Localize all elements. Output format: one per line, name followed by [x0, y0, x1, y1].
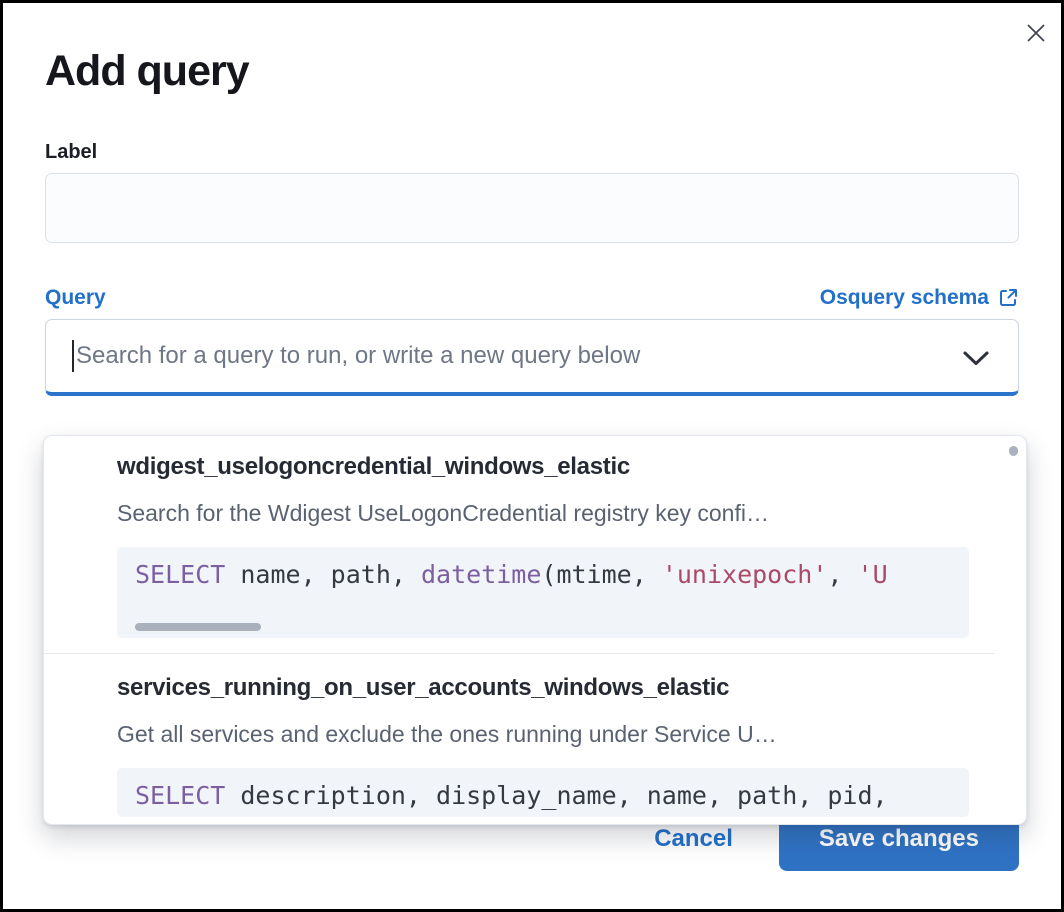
- query-suggestions-dropdown: wdigest_uselogoncredential_windows_elast…: [43, 435, 1027, 825]
- sql-keyword: SELECT: [135, 560, 226, 589]
- osquery-schema-link-label: Osquery schema: [819, 286, 989, 310]
- sql-keyword: SELECT: [135, 781, 226, 810]
- query-option-title: wdigest_uselogoncredential_windows_elast…: [117, 453, 630, 480]
- query-combobox[interactable]: Search for a query to run, or write a ne…: [45, 319, 1019, 397]
- close-icon[interactable]: [1020, 17, 1052, 49]
- modal-title: Add query: [45, 47, 250, 95]
- sql-keyword: datetime: [420, 560, 542, 589]
- query-field-label: Query: [45, 286, 106, 310]
- chevron-down-icon[interactable]: [962, 350, 990, 367]
- query-option-description: Search for the Wdigest UseLogonCredentia…: [117, 500, 769, 526]
- sql-text: ,: [827, 560, 858, 589]
- code-hscrollbar-thumb[interactable]: [135, 623, 261, 631]
- sql-code-line: SELECT description, display_name, name, …: [135, 782, 951, 810]
- label-field-label: Label: [45, 141, 98, 164]
- query-option-sql-snippet: SELECT name, path, datetime(mtime, 'unix…: [117, 547, 969, 638]
- sql-text: name, path,: [225, 560, 421, 589]
- query-option-description: Get all services and exclude the ones ru…: [117, 721, 777, 747]
- sql-string: 'U: [857, 560, 888, 589]
- sql-text: (mtime,: [541, 560, 662, 589]
- cancel-button[interactable]: Cancel: [654, 825, 733, 852]
- osquery-schema-link[interactable]: Osquery schema: [820, 285, 1019, 310]
- sql-string: 'unixepoch': [661, 560, 828, 589]
- query-field-header: Query Osquery schema: [45, 285, 1019, 310]
- close-x-glyph: [1027, 24, 1045, 42]
- label-input[interactable]: [45, 173, 1019, 244]
- query-option-services[interactable]: services_running_on_user_accounts_window…: [44, 653, 995, 817]
- dropdown-scrollbar-thumb[interactable]: [1009, 446, 1018, 456]
- sql-code-line: SELECT name, path, datetime(mtime, 'unix…: [135, 561, 951, 589]
- external-link-icon: [1000, 289, 1017, 307]
- query-combobox-placeholder: Search for a query to run, or write a ne…: [76, 342, 641, 370]
- query-option-wdigest[interactable]: wdigest_uselogoncredential_windows_elast…: [44, 436, 1026, 638]
- sql-text: description, display_name, name, path, p…: [225, 781, 888, 810]
- text-cursor: [72, 340, 74, 373]
- query-option-sql-snippet: SELECT description, display_name, name, …: [117, 768, 969, 817]
- query-option-title: services_running_on_user_accounts_window…: [117, 674, 730, 701]
